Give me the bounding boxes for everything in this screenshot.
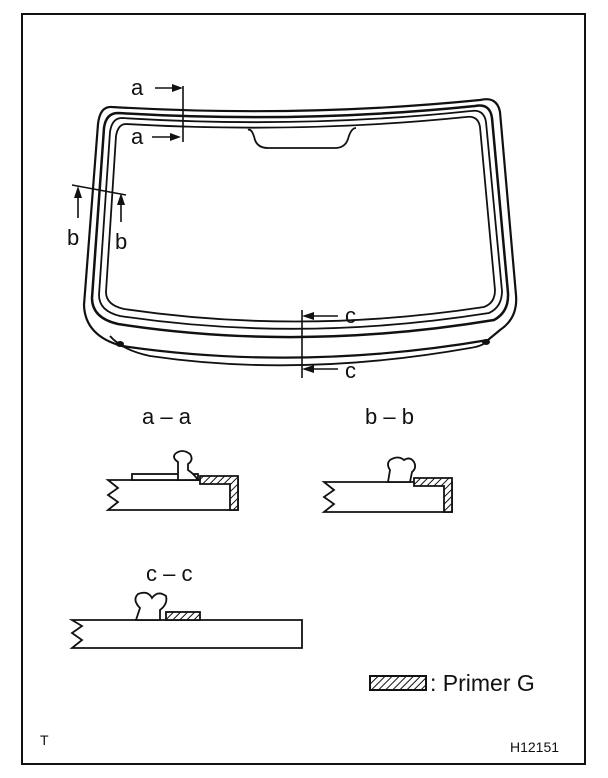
legend: : Primer G <box>369 670 535 696</box>
section-title-bb: b – b <box>365 404 414 429</box>
cross-section-bb <box>321 456 453 513</box>
label-c-top: c <box>345 303 356 328</box>
label-a-bottom: a <box>131 124 144 149</box>
label-b-left: b <box>67 225 79 250</box>
molding-line-1 <box>90 104 510 339</box>
label-a-top: a <box>131 75 144 100</box>
corner-code-left: T <box>40 732 49 748</box>
primer-band-bb <box>413 477 453 513</box>
section-marker-c <box>301 310 338 378</box>
primer-band-cc <box>165 611 201 621</box>
label-b-right: b <box>115 229 127 254</box>
windshield-glass <box>82 98 518 367</box>
molding-line-2 <box>98 109 503 330</box>
cross-section-aa <box>105 450 239 511</box>
legend-primer-swatch <box>369 675 427 691</box>
figure-border <box>21 13 586 765</box>
section-title-aa: a – a <box>142 404 192 429</box>
section-marker-a <box>152 84 184 142</box>
legend-primer-label: : Primer G <box>430 670 535 696</box>
section-title-cc: c – c <box>146 561 192 586</box>
glass-inner-edge <box>105 115 496 323</box>
figure-id: H12151 <box>510 739 559 755</box>
label-c-bottom: c <box>345 358 356 383</box>
glass-lower-flange <box>109 335 489 367</box>
section-marker-b <box>71 184 127 222</box>
primer-band-aa <box>199 475 239 511</box>
cross-section-cc <box>68 591 303 649</box>
mirror-mount-area <box>247 127 357 149</box>
